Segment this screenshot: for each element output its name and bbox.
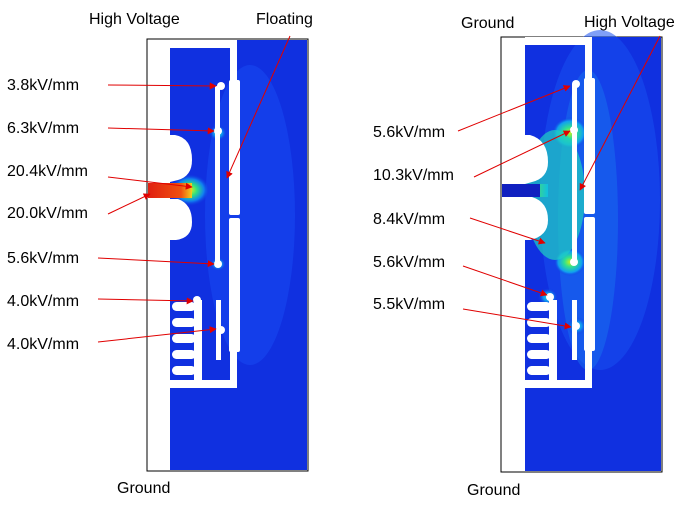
right-simulation-panel bbox=[500, 30, 663, 473]
right-top-right-label: High Voltage bbox=[584, 14, 675, 31]
right-arrow-5 bbox=[462, 308, 572, 330]
left-field-label-6: 4.0kV/mm bbox=[7, 293, 79, 310]
left-top-label: High Voltage bbox=[89, 11, 180, 28]
right-top-left-label: Ground bbox=[461, 15, 514, 32]
left-floating-label: Floating bbox=[256, 11, 313, 28]
left-arrow-6 bbox=[97, 297, 194, 305]
right-arrow-2 bbox=[473, 130, 571, 178]
right-arrow-hv bbox=[579, 35, 661, 191]
left-field-label-7: 4.0kV/mm bbox=[7, 336, 79, 353]
left-hv-rod bbox=[148, 183, 192, 198]
left-arrow-floating bbox=[226, 35, 291, 179]
right-field-label-2: 10.3kV/mm bbox=[373, 167, 454, 184]
left-electrode-structure bbox=[170, 40, 240, 388]
right-field-label-1: 5.6kV/mm bbox=[373, 124, 445, 141]
left-arrow-2 bbox=[107, 127, 215, 135]
right-arrow-4 bbox=[462, 265, 548, 297]
left-arrow-4 bbox=[107, 193, 151, 215]
left-arrow-7 bbox=[97, 326, 217, 343]
left-field-label-4: 20.0kV/mm bbox=[7, 205, 88, 222]
left-arrow-5 bbox=[97, 257, 215, 268]
right-field-label-3: 8.4kV/mm bbox=[373, 211, 445, 228]
right-field-label-4: 5.6kV/mm bbox=[373, 254, 445, 271]
right-field-label-5: 5.5kV/mm bbox=[373, 296, 445, 313]
right-arrow-3 bbox=[469, 217, 546, 245]
left-bottom-label: Ground bbox=[117, 480, 170, 497]
left-field-label-2: 6.3kV/mm bbox=[7, 120, 79, 137]
left-simulation-panel bbox=[146, 38, 309, 472]
left-field-label-3: 20.4kV/mm bbox=[7, 163, 88, 180]
left-arrow-1 bbox=[107, 82, 217, 90]
right-electrode-structure bbox=[525, 37, 595, 388]
left-field-label-5: 5.6kV/mm bbox=[7, 250, 79, 267]
right-annotation-arrows bbox=[457, 35, 661, 330]
right-arrow-1 bbox=[457, 85, 571, 132]
left-field-label-1: 3.8kV/mm bbox=[7, 77, 79, 94]
left-annotation-arrows bbox=[97, 35, 291, 343]
left-arrow-3 bbox=[107, 176, 193, 190]
right-bottom-label: Ground bbox=[467, 482, 520, 499]
right-ground-rod bbox=[502, 184, 542, 197]
